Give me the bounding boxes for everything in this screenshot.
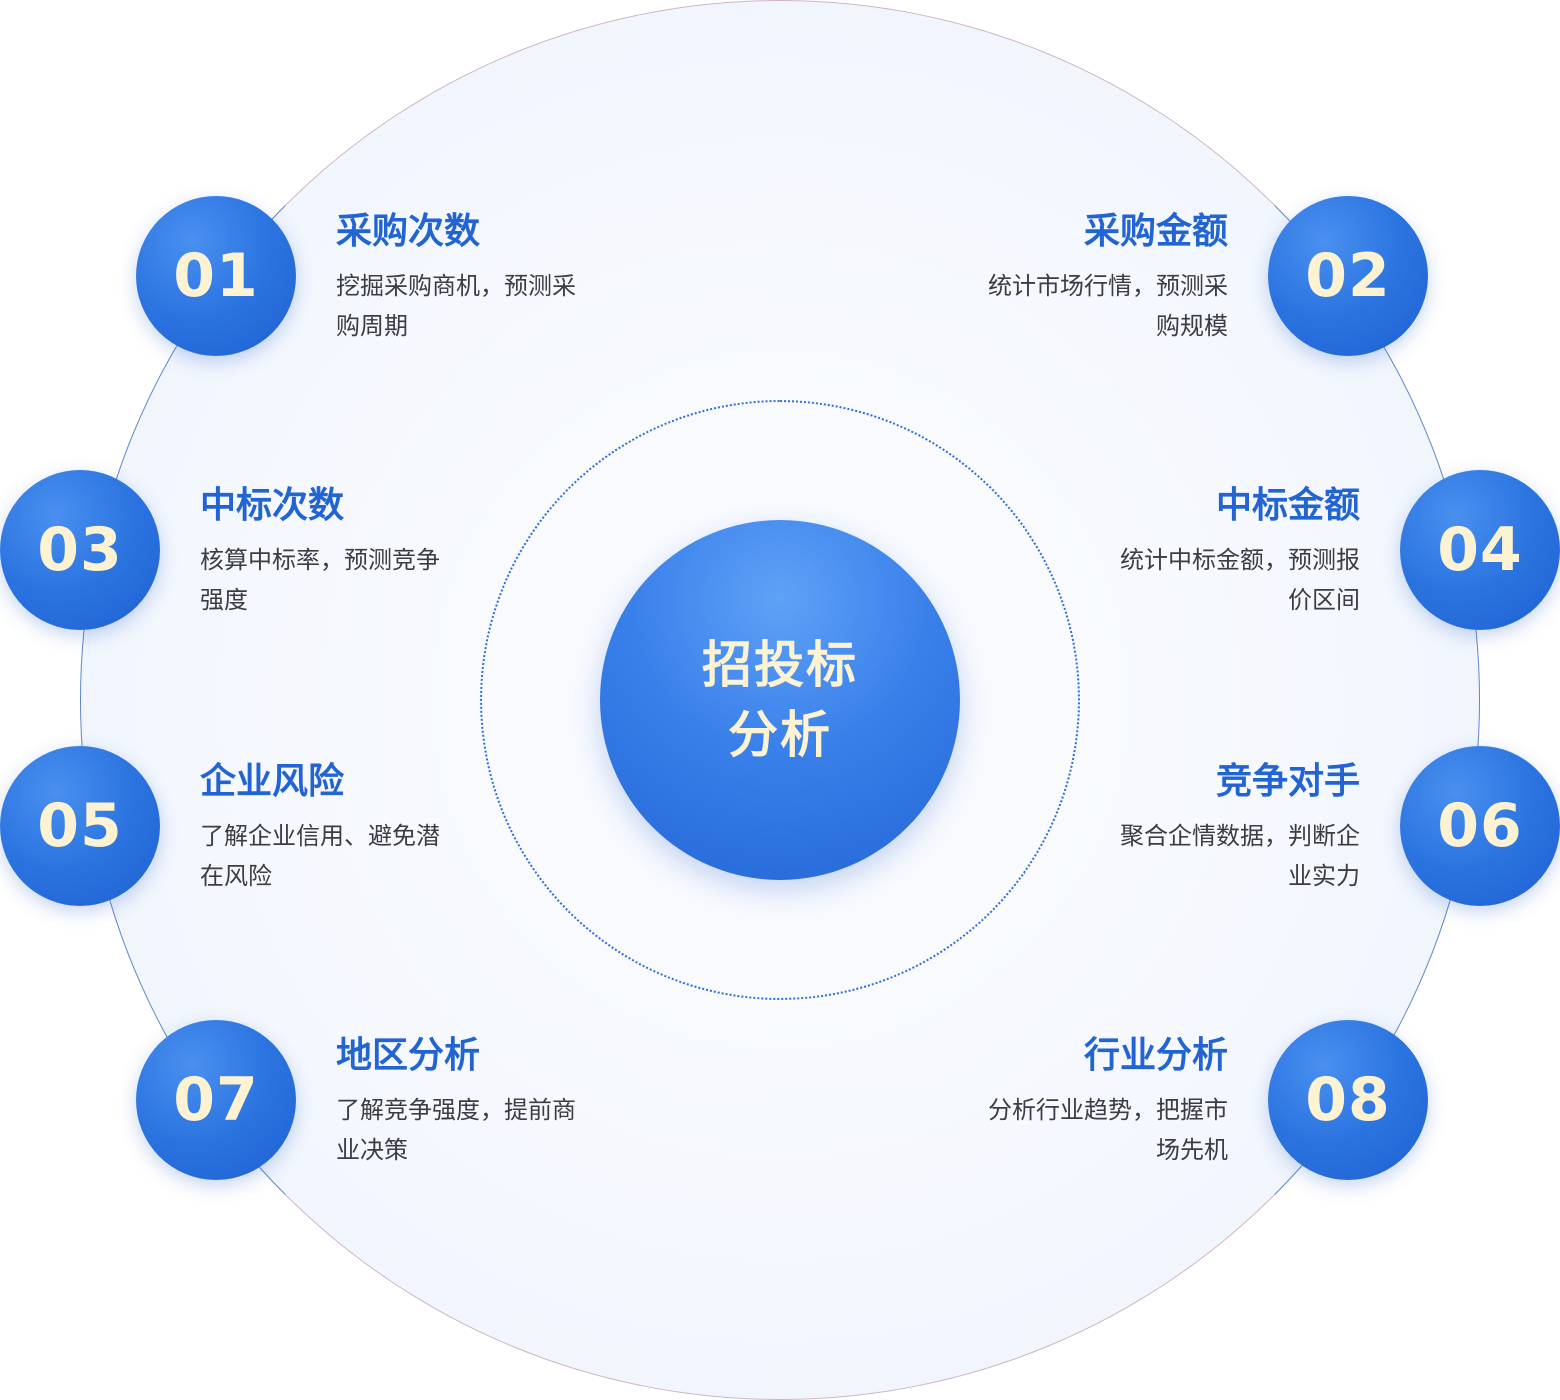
- item-06: 竞争对手 聚合企情数据，判断企业实力: [1100, 760, 1360, 896]
- node-02: 02: [1268, 196, 1428, 356]
- item-07: 地区分析 了解竞争强度，提前商业决策: [336, 1034, 596, 1170]
- node-number: 05: [37, 791, 123, 861]
- node-number: 03: [37, 515, 123, 585]
- item-desc: 分析行业趋势，把握市场先机: [988, 1096, 1228, 1164]
- item-02: 采购金额 统计市场行情，预测采购规模: [968, 210, 1228, 346]
- item-title: 企业风险: [200, 761, 345, 802]
- center-title: 招投标分析: [702, 636, 858, 764]
- item-title: 采购金额: [1083, 211, 1228, 252]
- item-desc: 统计市场行情，预测采购规模: [988, 272, 1228, 340]
- item-title: 中标次数: [200, 485, 345, 526]
- node-number: 01: [173, 241, 259, 311]
- item-04: 中标金额 统计中标金额，预测报价区间: [1100, 484, 1360, 620]
- item-desc: 核算中标率，预测竞争强度: [200, 546, 440, 614]
- item-desc: 了解企业信用、避免潜在风险: [200, 822, 440, 890]
- item-title: 竞争对手: [1215, 761, 1360, 802]
- node-number: 07: [173, 1065, 259, 1135]
- item-title: 中标金额: [1215, 485, 1360, 526]
- node-07: 07: [136, 1020, 296, 1180]
- node-number: 04: [1437, 515, 1523, 585]
- node-08: 08: [1268, 1020, 1428, 1180]
- inner-dotted-ring: [480, 400, 1080, 1000]
- node-01: 01: [136, 196, 296, 356]
- item-desc: 聚合企情数据，判断企业实力: [1120, 822, 1360, 890]
- item-08: 行业分析 分析行业趋势，把握市场先机: [968, 1034, 1228, 1170]
- node-number: 06: [1437, 791, 1523, 861]
- item-title: 地区分析: [336, 1035, 481, 1076]
- node-03: 03: [0, 470, 160, 630]
- item-01: 采购次数 挖掘采购商机，预测采购周期: [336, 210, 596, 346]
- node-04: 04: [1400, 470, 1560, 630]
- node-number: 02: [1305, 241, 1391, 311]
- item-05: 企业风险 了解企业信用、避免潜在风险: [200, 760, 460, 896]
- node-06: 06: [1400, 746, 1560, 906]
- item-desc: 统计中标金额，预测报价区间: [1120, 546, 1360, 614]
- item-title: 采购次数: [336, 211, 481, 252]
- center-circle: 招投标分析: [600, 520, 960, 880]
- node-05: 05: [0, 746, 160, 906]
- item-title: 行业分析: [1083, 1035, 1228, 1076]
- item-03: 中标次数 核算中标率，预测竞争强度: [200, 484, 460, 620]
- node-number: 08: [1305, 1065, 1391, 1135]
- item-desc: 了解竞争强度，提前商业决策: [336, 1096, 576, 1164]
- item-desc: 挖掘采购商机，预测采购周期: [336, 272, 576, 340]
